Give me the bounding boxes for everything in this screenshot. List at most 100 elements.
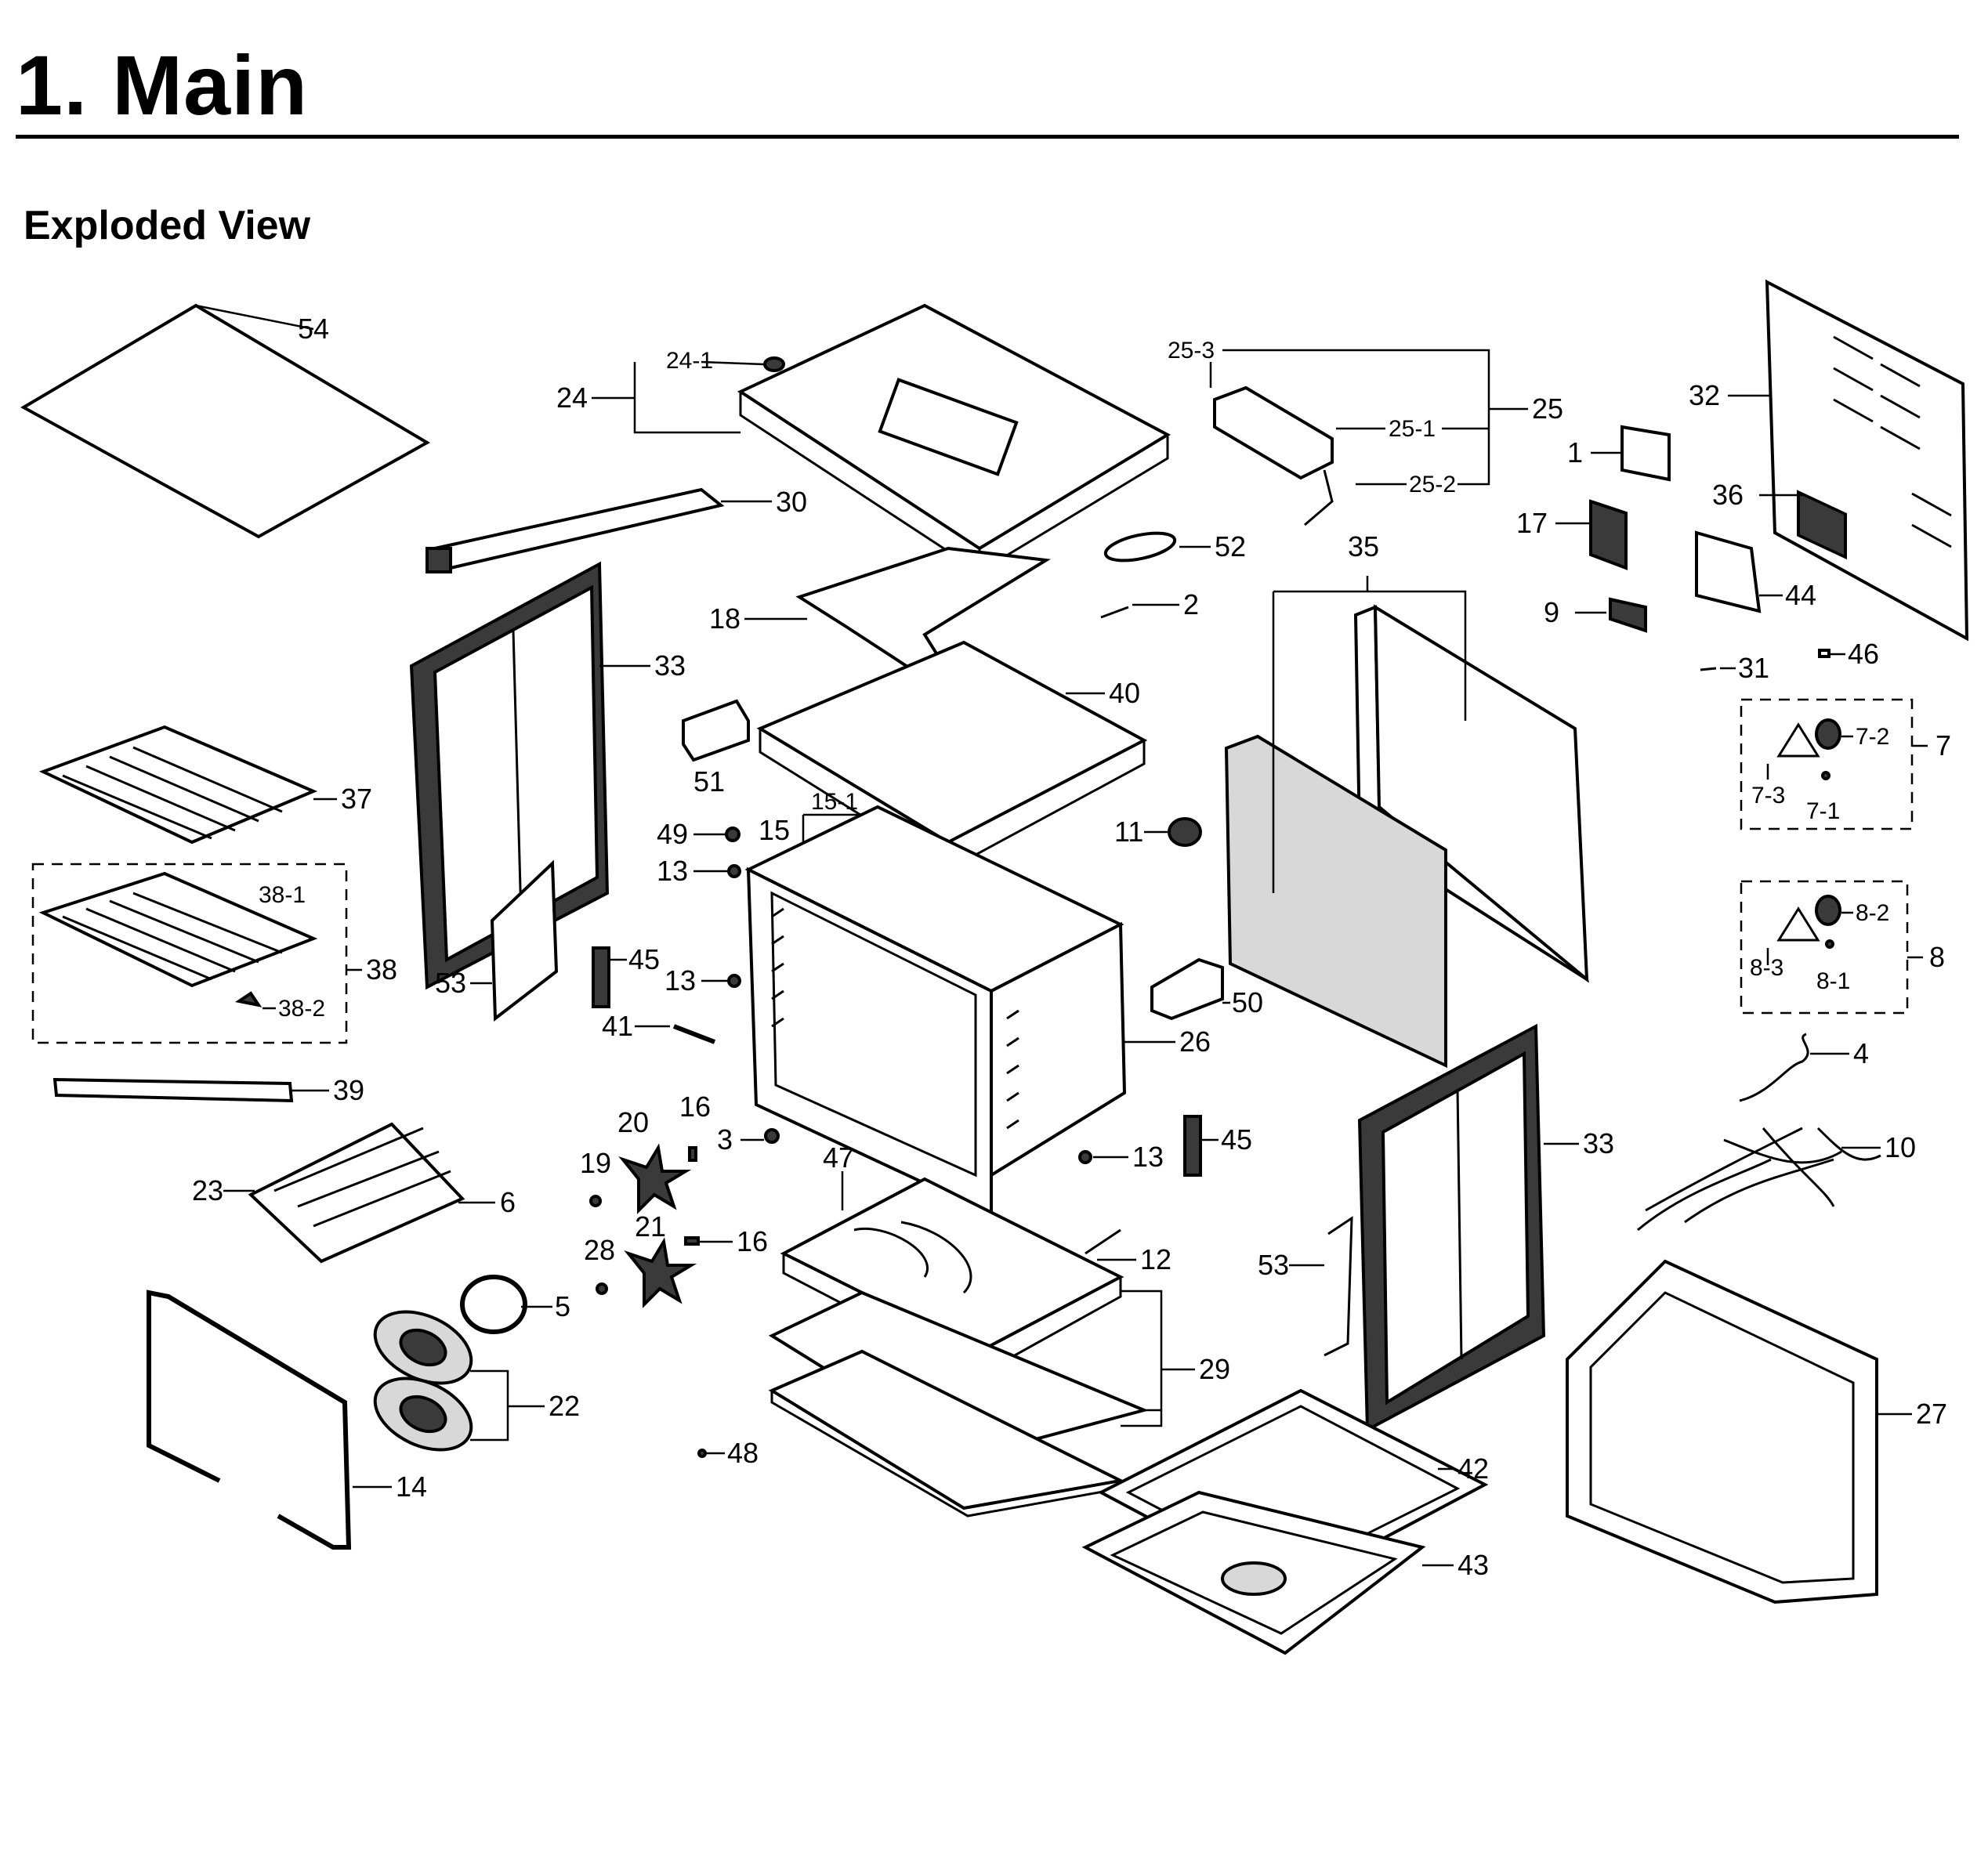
- label-42: 42: [1458, 1452, 1489, 1485]
- part-37-oven-rack: 37: [38, 725, 372, 845]
- label-49: 49: [657, 818, 688, 850]
- part-27-outer-cabinet: 27: [1566, 1259, 1947, 1604]
- part-31-screw: 31: [1700, 652, 1769, 684]
- part-40-cavity-cover: 40: [756, 640, 1148, 871]
- part-52-lamp-cover: 52: [1103, 530, 1246, 563]
- part-14-door-gasket: 14: [147, 1290, 427, 1550]
- label-8: 8: [1929, 941, 1945, 973]
- part-48-screw: 48: [697, 1437, 759, 1469]
- part-39-door-handle: 39: [53, 1074, 364, 1106]
- label-48: 48: [727, 1437, 759, 1469]
- label-25-1: 25-1: [1389, 416, 1436, 442]
- label-22: 22: [549, 1390, 580, 1422]
- part-11-knob: 11: [1114, 816, 1202, 848]
- label-5: 5: [555, 1290, 570, 1322]
- label-24: 24: [556, 382, 588, 414]
- part-54-cooktop-glass: 54: [20, 303, 431, 539]
- part-38-rack-assembly: 38-1 38 38-2: [31, 863, 397, 1044]
- label-30: 30: [776, 486, 807, 518]
- label-39: 39: [333, 1074, 364, 1106]
- label-13: 13: [657, 855, 688, 887]
- part-18-vent-duct: 18: [709, 546, 1051, 678]
- part-16-bolt-a: 16: [679, 1091, 711, 1162]
- label-45: 45: [628, 943, 660, 975]
- part-20-convection-fan: 20: [617, 1106, 692, 1214]
- label-8-2: 8-2: [1856, 900, 1889, 926]
- label-35: 35: [1348, 530, 1379, 563]
- section-title: Exploded View: [24, 203, 311, 248]
- label-7-1: 7-1: [1806, 798, 1840, 824]
- part-49-fastener: 49: [657, 818, 741, 850]
- label-14: 14: [396, 1471, 427, 1503]
- part-26-oven-cavity: 26: [744, 805, 1211, 1217]
- label-16-b: 16: [737, 1225, 768, 1257]
- part-50-terminal-block: 50: [1150, 957, 1263, 1021]
- label-51: 51: [693, 765, 725, 798]
- label-43: 43: [1458, 1549, 1489, 1581]
- label-15: 15: [759, 814, 790, 846]
- label-50: 50: [1232, 986, 1263, 1018]
- part-9-connector: 9: [1544, 596, 1647, 633]
- label-25-3: 25-3: [1168, 338, 1215, 364]
- label-11: 11: [1114, 816, 1143, 848]
- part-16-bolt-b: 16: [684, 1225, 768, 1257]
- label-21: 21: [635, 1210, 666, 1243]
- part-51-switch: 51: [682, 699, 750, 798]
- label-17: 17: [1516, 507, 1548, 539]
- label-25: 25: [1532, 392, 1563, 425]
- label-40: 40: [1109, 677, 1140, 709]
- part-21-fan-blade: 21: [624, 1210, 697, 1308]
- label-8-1: 8-1: [1816, 968, 1850, 994]
- label-16: 16: [679, 1091, 711, 1123]
- label-29: 29: [1199, 1353, 1230, 1385]
- label-12: 12: [1140, 1243, 1171, 1275]
- label-41: 41: [602, 1010, 633, 1042]
- label-36: 36: [1712, 479, 1744, 511]
- part-13-screw-b: 13: [664, 964, 741, 997]
- label-13-c: 13: [1132, 1141, 1164, 1173]
- label-38: 38: [366, 953, 397, 986]
- part-43-drawer: 43: [1081, 1490, 1489, 1655]
- part-8-thermostat-kit: 8 8-2 8-3 8-1: [1740, 880, 1945, 1015]
- label-26: 26: [1179, 1026, 1211, 1058]
- label-44: 44: [1785, 579, 1816, 611]
- part-22-fan-cover: 22: [373, 1310, 580, 1452]
- label-13-b: 13: [664, 964, 696, 997]
- part-2-wire-clip: 2: [1100, 588, 1199, 620]
- title-rule: [16, 135, 1959, 139]
- part-53-insulation-right: 53: [1258, 1216, 1353, 1357]
- part-33-door-glass-left: 33: [409, 561, 686, 990]
- part-29-bottom-tray: 29: [768, 1290, 1230, 1518]
- part-19-pin: 19: [580, 1147, 611, 1207]
- label-28: 28: [584, 1234, 615, 1266]
- label-33: 33: [654, 649, 686, 682]
- part-45-hinge-left: 45: [592, 943, 660, 1008]
- label-25-2: 25-2: [1409, 472, 1456, 497]
- label-52: 52: [1215, 530, 1246, 563]
- label-37: 37: [341, 783, 372, 815]
- label-7: 7: [1935, 729, 1951, 761]
- part-5-fan-ring: 5: [460, 1275, 570, 1334]
- label-2: 2: [1183, 588, 1199, 620]
- part-17-filter: 17: [1516, 499, 1628, 570]
- label-38-2: 38-2: [278, 996, 325, 1022]
- label-6: 6: [500, 1186, 516, 1218]
- label-9: 9: [1544, 596, 1559, 628]
- part-4-wire: 4: [1739, 1033, 1869, 1102]
- part-28-nut: 28: [584, 1234, 615, 1295]
- label-47: 47: [823, 1141, 854, 1174]
- part-6-bake-element: 23 6: [192, 1122, 516, 1264]
- label-15-1: 15-1: [811, 789, 858, 815]
- label-24-1: 24-1: [666, 348, 713, 374]
- part-53-insulation-left: 53: [435, 859, 559, 1022]
- label-53-b: 53: [1258, 1249, 1289, 1281]
- part-32-back-cover: 32 36: [1689, 279, 1969, 642]
- part-24-top-frame: 24-1 24: [556, 303, 1171, 574]
- part-45-hinge-right: 45: [1183, 1115, 1252, 1177]
- part-13-screw-a: 13: [657, 855, 741, 887]
- label-19: 19: [580, 1147, 611, 1179]
- label-33-b: 33: [1583, 1127, 1614, 1159]
- label-32: 32: [1689, 379, 1720, 411]
- label-46: 46: [1848, 638, 1879, 670]
- label-4: 4: [1853, 1037, 1869, 1069]
